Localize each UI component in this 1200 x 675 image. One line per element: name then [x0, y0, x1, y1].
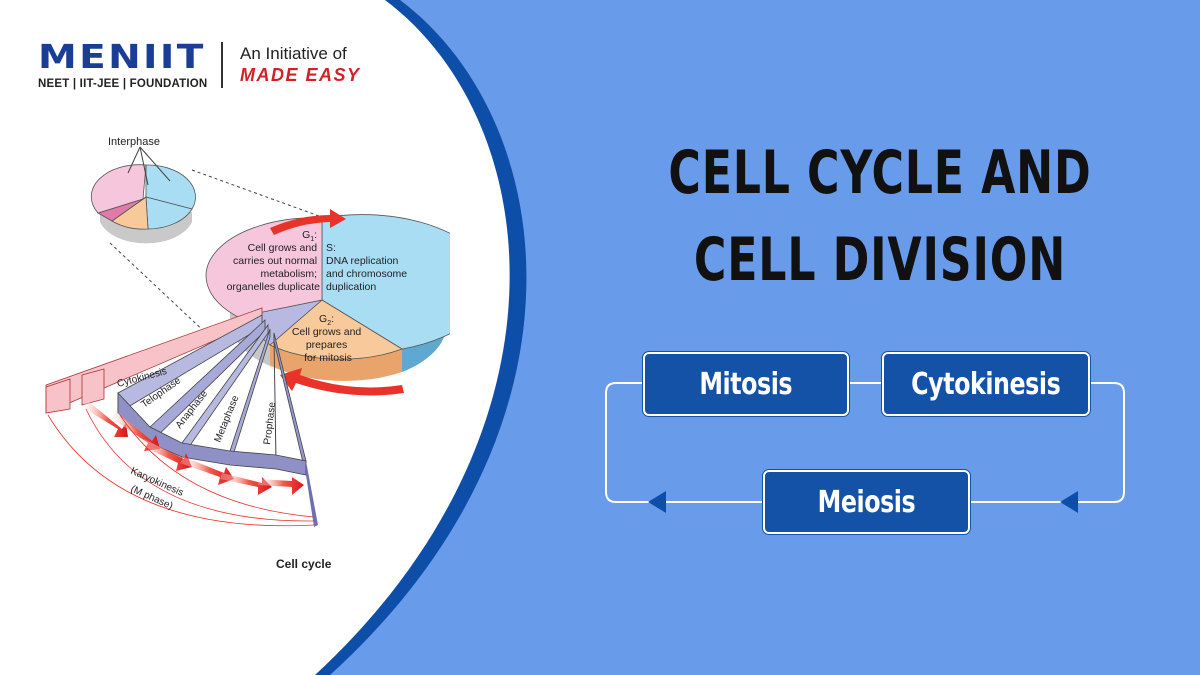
brand-tagline: NEET | IIT-JEE | FOUNDATION [38, 78, 208, 90]
meiosis-box: Meiosis [763, 470, 970, 534]
phase-prophase: Prophase [262, 401, 278, 445]
cytokinesis-box: Cytokinesis [882, 352, 1090, 416]
flow-arrow-right [1060, 491, 1078, 513]
s-text: S: DNA replication and chromosome duplic… [326, 242, 410, 293]
meiosis-label: Meiosis [817, 484, 916, 520]
mitosis-box: Mitosis [643, 352, 849, 416]
flow-arrow-left [648, 491, 666, 513]
g2-phase-sector [269, 299, 403, 360]
cycle-arrow [280, 368, 404, 396]
cell-cycle-caption: Cell cycle [276, 557, 332, 571]
projection-line [109, 242, 209, 336]
meniit-logo: MENIIT [38, 37, 206, 76]
page-title-line2: CELL DIVISION [693, 225, 1067, 295]
page-title-line1: CELL CYCLE AND [668, 138, 1092, 208]
karyokinesis-arcs [47, 408, 315, 527]
cytokinesis-label: Cytokinesis [911, 366, 1061, 402]
cycle-arrow [270, 209, 346, 235]
m-phase-fan [45, 307, 318, 527]
brand-block: MENIIT NEET | IIT-JEE | FOUNDATION An In… [38, 37, 408, 91]
projection-line [191, 169, 331, 221]
s-phase-sector [321, 214, 450, 350]
division-arrows [82, 401, 304, 495]
initiative-text: An Initiative of [240, 44, 347, 63]
mitosis-label: Mitosis [699, 366, 793, 402]
brand-divider [221, 42, 223, 88]
interphase-mini-pie [90, 146, 196, 244]
g1-text: G1: Cell grows and carries out normal me… [227, 229, 321, 293]
made-easy-logo: MADE EASY [240, 65, 361, 85]
interphase-label: Interphase [108, 136, 160, 148]
g2-text: G2: Cell grows and prepares for mitosis [292, 313, 364, 364]
g1-phase-sector [205, 217, 323, 318]
cell-cycle-diagram: Interphase G1: Cell grows and carries ou… [45, 136, 450, 571]
